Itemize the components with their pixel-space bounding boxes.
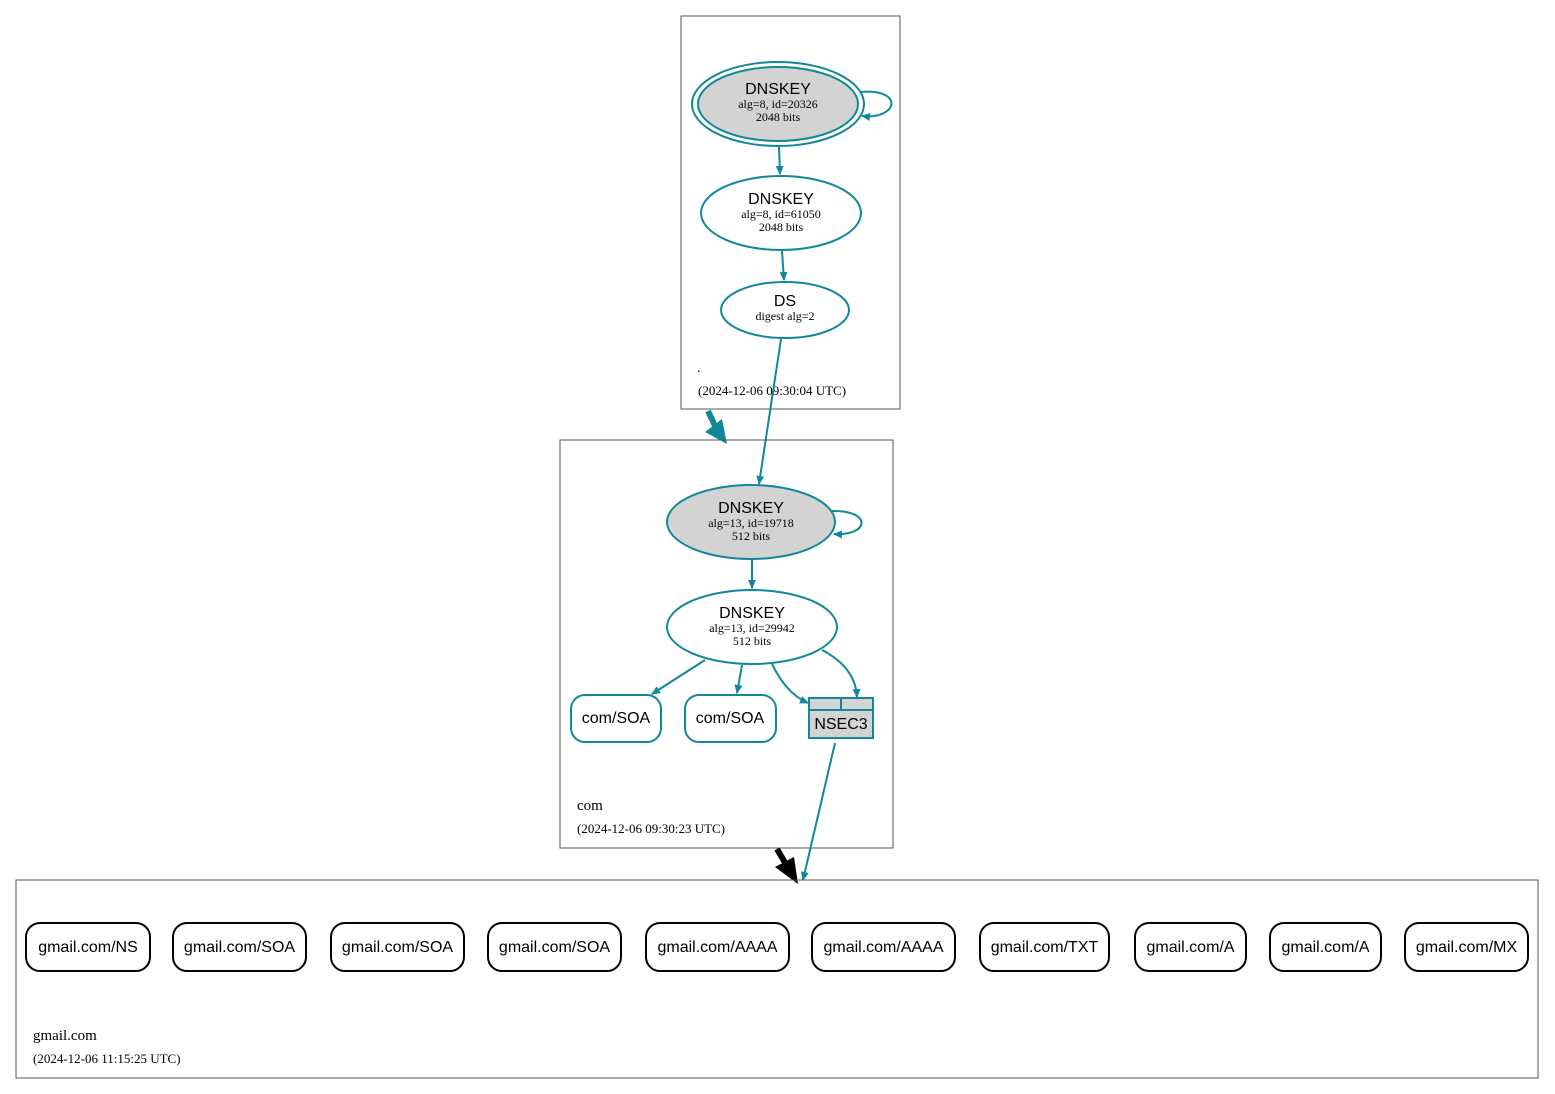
zone-root-name: . <box>697 361 701 376</box>
root-ds-node[interactable]: DS digest alg=2 <box>720 281 850 339</box>
com-nsec3-node[interactable]: NSEC3 <box>808 697 874 739</box>
edge-com-zsk-to-nsec3-b <box>821 649 861 698</box>
root-zsk-ellipse <box>700 175 862 251</box>
edge-ds-to-com-ksk <box>756 338 782 485</box>
gmail-record-node[interactable]: gmail.com/SOA <box>487 922 622 972</box>
gmail-record-box <box>811 922 956 972</box>
gmail-record-node[interactable]: gmail.com/A <box>1134 922 1247 972</box>
gmail-record-box <box>1269 922 1382 972</box>
gmail-record-box <box>979 922 1110 972</box>
zone-com-box <box>559 439 894 849</box>
gmail-record-box <box>1404 922 1529 972</box>
com-ksk-self-loop <box>831 509 863 539</box>
root-zsk-detail: alg=8, id=61050 <box>741 207 821 221</box>
root-zsk-bits: 2048 bits <box>759 220 804 234</box>
root-zsk-type: DNSKEY <box>748 191 814 208</box>
zone-root: . (2024-12-06 09:30:04 UTC) DNSKEY alg=8… <box>680 15 901 410</box>
zone-root-box <box>680 15 901 410</box>
com-soa-2-box <box>684 694 777 743</box>
com-ksk-ellipse <box>666 484 836 560</box>
edge-com-zsk-to-soa1 <box>651 659 706 695</box>
com-soa-2-label: com/SOA <box>696 710 765 727</box>
com-zsk-detail: alg=13, id=29942 <box>709 621 795 635</box>
gmail-record-label: gmail.com/NS <box>38 939 138 956</box>
gmail-record-node[interactable]: gmail.com/SOA <box>330 922 465 972</box>
gmail-record-label: gmail.com/SOA <box>499 939 610 956</box>
gmail-record-box <box>172 922 307 972</box>
gmail-record-list: gmail.com/NS gmail.com/SOA gmail.com/SOA gm… <box>25 922 1529 972</box>
gmail-record-box <box>487 922 622 972</box>
zone-com: com (2024-12-06 09:30:23 UTC) DNSKEY alg… <box>559 439 894 849</box>
gmail-record-label: gmail.com/AAAA <box>657 939 777 956</box>
gmail-record-label: gmail.com/TXT <box>991 939 1099 956</box>
gmail-record-node[interactable]: gmail.com/A <box>1269 922 1382 972</box>
gmail-record-box <box>645 922 790 972</box>
zone-gmail-timestamp: (2024-12-06 11:15:25 UTC) <box>33 1051 181 1066</box>
root-ksk-ellipse <box>697 66 859 142</box>
zone-gmail-name: gmail.com <box>33 1028 97 1044</box>
gmail-record-node[interactable]: gmail.com/MX <box>1404 922 1529 972</box>
delegation-root-to-com <box>705 409 727 444</box>
gmail-record-box <box>330 922 465 972</box>
gmail-record-box <box>25 922 151 972</box>
zone-gmail-box <box>15 879 1539 1079</box>
com-soa-1-box <box>570 694 662 743</box>
gmail-record-node[interactable]: gmail.com/TXT <box>979 922 1110 972</box>
com-ksk-bits: 512 bits <box>732 529 771 543</box>
com-soa-node-1[interactable]: com/SOA <box>570 694 662 743</box>
gmail-record-label: gmail.com/A <box>1281 939 1369 956</box>
com-ksk-detail: alg=13, id=19718 <box>708 516 794 530</box>
com-soa-1-label: com/SOA <box>582 710 651 727</box>
com-zsk-ellipse <box>666 589 838 665</box>
root-ds-detail: digest alg=2 <box>755 309 814 323</box>
root-ksk-node[interactable]: DNSKEY alg=8, id=20326 2048 bits <box>691 61 865 147</box>
gmail-record-label: gmail.com/MX <box>1416 939 1518 956</box>
com-soa-node-2[interactable]: com/SOA <box>684 694 777 743</box>
gmail-record-node[interactable]: gmail.com/AAAA <box>811 922 956 972</box>
edge-root-ksk-to-zsk <box>775 146 784 175</box>
root-ksk-outer-ring <box>691 61 865 147</box>
gmail-record-node[interactable]: gmail.com/AAAA <box>645 922 790 972</box>
root-ksk-self-loop <box>859 90 893 121</box>
com-zsk-bits: 512 bits <box>733 634 772 648</box>
root-ksk-bits: 2048 bits <box>756 110 801 124</box>
zone-com-name: com <box>577 798 603 814</box>
root-zsk-node[interactable]: DNSKEY alg=8, id=61050 2048 bits <box>700 175 862 251</box>
delegation-root-com-head <box>705 419 727 444</box>
gmail-record-label: gmail.com/A <box>1146 939 1234 956</box>
com-zsk-node[interactable]: DNSKEY alg=13, id=29942 512 bits <box>666 589 838 665</box>
edge-root-zsk-to-ds <box>779 250 788 281</box>
delegation-com-gmail-head <box>775 857 798 884</box>
edge-com-zsk-to-nsec3-a <box>771 663 809 704</box>
zone-gmail: gmail.com/NS gmail.com/SOA gmail.com/SOA gm… <box>15 879 1539 1079</box>
nsec3-label: NSEC3 <box>814 716 867 733</box>
edge-com-zsk-to-soa2 <box>734 664 743 694</box>
com-ksk-type: DNSKEY <box>718 500 784 517</box>
root-ds-type: DS <box>774 293 796 310</box>
delegation-com-to-gmail <box>774 847 798 884</box>
gmail-record-box <box>1134 922 1247 972</box>
gmail-record-node[interactable]: gmail.com/SOA <box>172 922 307 972</box>
root-ksk-detail: alg=8, id=20326 <box>738 97 818 111</box>
root-ds-ellipse <box>720 281 850 339</box>
gmail-record-node[interactable]: gmail.com/NS <box>25 922 151 972</box>
gmail-record-label: gmail.com/SOA <box>342 939 453 956</box>
zone-com-timestamp: (2024-12-06 09:30:23 UTC) <box>577 821 725 836</box>
root-ksk-type: DNSKEY <box>745 81 811 98</box>
edge-nsec3-to-gmail <box>800 742 836 881</box>
com-zsk-type: DNSKEY <box>719 605 785 622</box>
zone-root-timestamp: (2024-12-06 09:30:04 UTC) <box>698 383 846 398</box>
com-ksk-node[interactable]: DNSKEY alg=13, id=19718 512 bits <box>666 484 836 560</box>
gmail-record-label: gmail.com/SOA <box>184 939 295 956</box>
gmail-record-label: gmail.com/AAAA <box>823 939 943 956</box>
